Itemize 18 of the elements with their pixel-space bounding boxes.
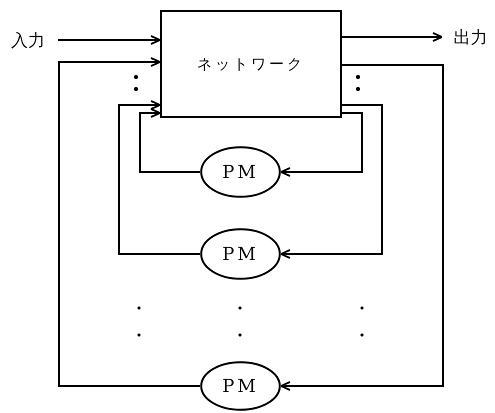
network-box	[160, 10, 342, 118]
input-label: 入力	[4, 28, 52, 52]
arrow	[58, 35, 161, 45]
arrow	[139, 108, 200, 173]
ellipse-label: PM	[222, 162, 259, 182]
arrow	[342, 32, 443, 42]
arrow	[58, 57, 200, 387]
arrow	[118, 100, 200, 255]
arrow	[280, 104, 383, 259]
pm-ellipse	[200, 361, 281, 411]
ellipse-label: PM	[222, 376, 259, 396]
pm-ellipse	[200, 228, 281, 280]
box-label: ネットワーク	[197, 54, 305, 74]
ellipse-label: PM	[222, 244, 259, 264]
output-label: 出力	[448, 25, 493, 49]
arrow	[280, 112, 363, 177]
pm-ellipse	[200, 146, 281, 198]
arrow	[280, 64, 444, 391]
